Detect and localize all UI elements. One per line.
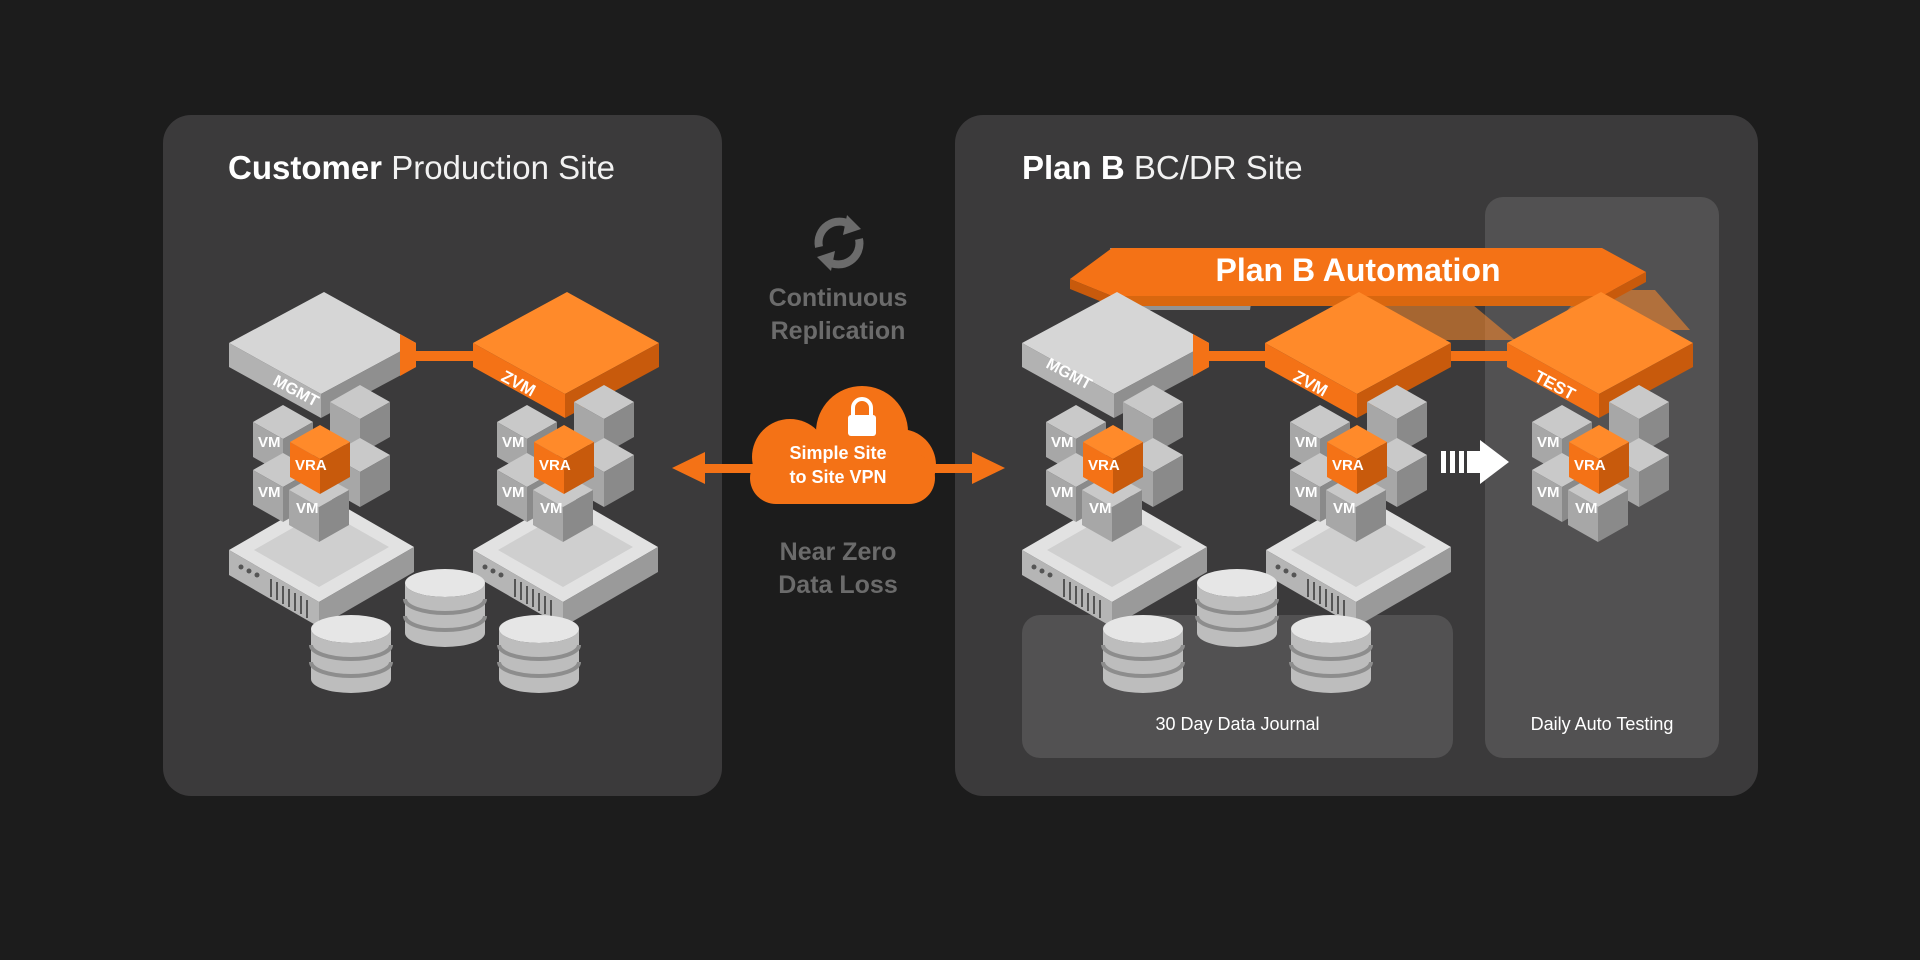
vm-label: VM	[1537, 484, 1560, 501]
sync-icon	[814, 215, 864, 271]
vm-label: VM	[1333, 500, 1356, 517]
vpn-line-1: Simple Site	[789, 443, 886, 463]
replication-line-1: Continuous	[768, 284, 908, 312]
right-mgmt-zvm-link	[1195, 351, 1275, 361]
continuous-replication-label: Continuous Replication	[728, 282, 948, 348]
right-vm-cluster-1: VM VM VM VRA	[1046, 385, 1183, 542]
testing-caption: Daily Auto Testing	[1530, 714, 1674, 734]
vm-label: VM	[1051, 484, 1074, 501]
right-database-1	[1195, 567, 1279, 649]
left-mgmt-zvm-link	[400, 351, 480, 361]
left-zvm-server: ZVM	[473, 292, 659, 418]
vm-label: VM	[1051, 434, 1074, 451]
vra-label: VRA	[1088, 457, 1120, 474]
vm-label: VM	[1295, 434, 1318, 451]
vra-label: VRA	[1332, 457, 1364, 474]
vm-label: VM	[1295, 484, 1318, 501]
right-database-2	[1101, 613, 1185, 695]
planb-automation-label: Plan B Automation	[1215, 252, 1500, 288]
left-vm-cluster-1: VM VM VM VRA	[253, 385, 390, 542]
vm-label: VM	[502, 484, 525, 501]
right-mgmt-server: MGMT	[1022, 292, 1209, 418]
vra-label: VRA	[539, 457, 571, 474]
planb-site-title-light: BC/DR Site	[1133, 149, 1303, 186]
test-arrow-icon	[1441, 440, 1509, 484]
left-database-1	[403, 567, 487, 649]
dataloss-line-2: Data Loss	[778, 571, 898, 599]
vm-label: VM	[1575, 500, 1598, 517]
customer-site-title-bold: Customer	[228, 149, 383, 186]
journal-caption: 30 Day Data Journal	[1155, 714, 1320, 734]
planb-site-title-bold: Plan B	[1022, 149, 1125, 186]
vm-label: VM	[502, 434, 525, 451]
left-database-2	[309, 613, 393, 695]
customer-site-title-light: Production Site	[391, 149, 616, 186]
vm-label: VM	[258, 484, 281, 501]
vpn-cloud: Simple Site to Site VPN	[750, 386, 936, 504]
test-vm-cluster: VM VM VM VRA	[1532, 385, 1669, 542]
right-vm-cluster-2: VM VM VM VRA	[1290, 385, 1427, 542]
vm-label: VM	[540, 500, 563, 517]
left-mgmt-server: MGMT	[229, 292, 416, 418]
vm-label: VM	[1537, 434, 1560, 451]
right-zvm-test-link	[1445, 351, 1515, 361]
near-zero-data-loss-label: Near Zero Data Loss	[728, 536, 948, 602]
lock-icon	[848, 397, 876, 436]
vra-label: VRA	[295, 457, 327, 474]
vra-label: VRA	[1574, 457, 1606, 474]
left-vm-cluster-2: VM VM VM VRA	[497, 385, 634, 542]
replication-line-2: Replication	[770, 317, 906, 345]
dataloss-line-1: Near Zero	[779, 538, 897, 566]
vm-label: VM	[1089, 500, 1112, 517]
vm-label: VM	[296, 500, 319, 517]
planb-site-title: Plan B BC/DR Site	[1022, 149, 1303, 187]
customer-site-title: Customer Production Site	[228, 149, 615, 187]
right-database-3	[1289, 613, 1373, 695]
left-database-3	[497, 613, 581, 695]
vm-label: VM	[258, 434, 281, 451]
vpn-line-2: to Site VPN	[789, 467, 886, 487]
